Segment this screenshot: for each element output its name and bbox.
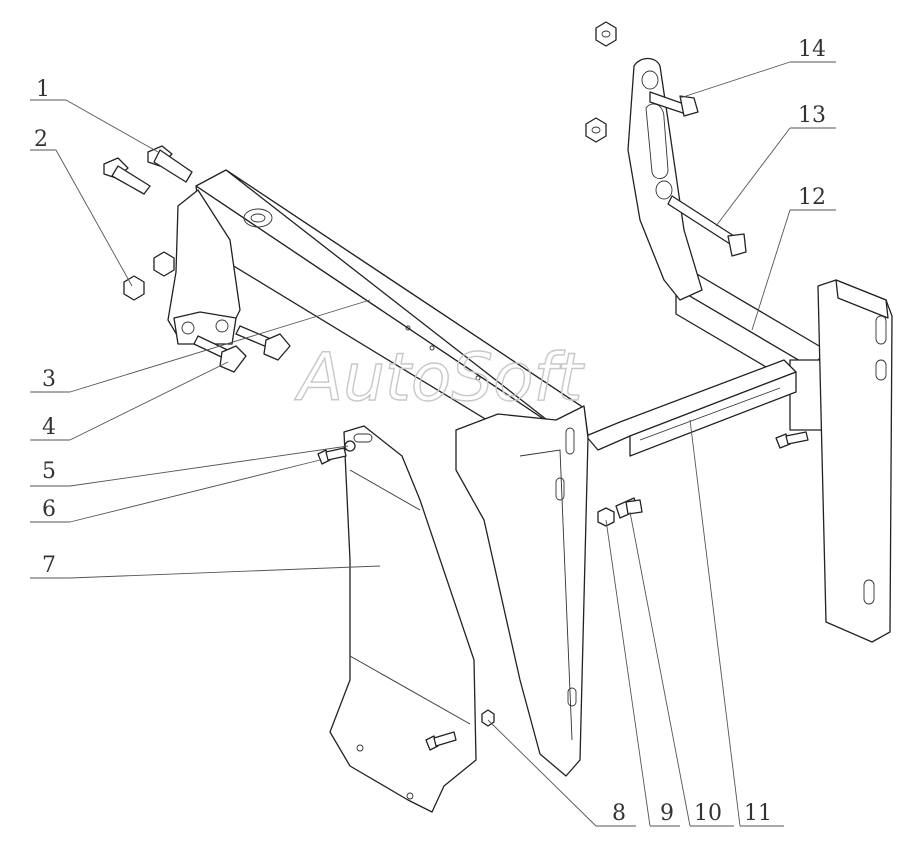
nut-2a [123, 275, 145, 301]
callout-6-label: 6 [42, 497, 56, 522]
bolt-1b [103, 157, 151, 195]
bar-11 [585, 359, 797, 457]
crossbeam-3 [195, 169, 589, 463]
callout-3-label: 3 [42, 367, 56, 392]
callout-8-label: 8 [612, 801, 626, 826]
left-bracket [167, 189, 241, 345]
callout-10: 10 [629, 511, 734, 827]
callout-4: 4 [30, 361, 229, 441]
callout-13: 13 [715, 103, 836, 227]
nut-top [595, 21, 617, 47]
bolt-10 [615, 497, 643, 519]
bolt-6 [317, 447, 347, 465]
callout-4-label: 4 [42, 415, 56, 440]
bolt-13 [667, 195, 747, 257]
bolt-1 [147, 145, 193, 183]
watermark: AutoSoft [294, 339, 585, 416]
callout-7: 7 [30, 553, 381, 579]
callout-3: 3 [30, 299, 371, 393]
bolt-14 [649, 91, 699, 117]
callout-2-label: 2 [34, 127, 48, 152]
callout-12: 12 [751, 185, 836, 331]
bolt-4b [235, 325, 291, 361]
callout-11-label: 11 [744, 801, 772, 826]
callout-5-label: 5 [42, 459, 56, 484]
panel-7 [329, 425, 477, 813]
callout-9: 9 [605, 519, 680, 827]
callout-1: 1 [30, 77, 159, 153]
crossmember-12 [675, 269, 827, 431]
bolt-4a [193, 335, 247, 373]
nut-mid [585, 117, 607, 143]
bolt-right [775, 431, 809, 449]
callout-13-label: 13 [798, 103, 826, 128]
callout-5: 5 [30, 445, 349, 487]
nut-2b [153, 251, 175, 277]
callout-10-label: 10 [694, 801, 722, 826]
callout-11: 11 [689, 419, 784, 827]
bracket-14 [627, 57, 703, 301]
nut-8 [481, 709, 495, 727]
callout-9-label: 9 [660, 801, 674, 826]
front-leg [455, 405, 589, 777]
callout-1-label: 1 [36, 77, 50, 102]
callout-14-label: 14 [798, 37, 826, 62]
right-rail [817, 279, 893, 643]
callout-6: 6 [30, 459, 321, 523]
callout-2: 2 [30, 127, 133, 287]
callout-12-label: 12 [798, 185, 826, 210]
callout-7-label: 7 [42, 553, 56, 578]
nut-9 [597, 507, 615, 527]
bolt-lower-panel [425, 731, 457, 751]
callout-8: 8 [487, 719, 636, 827]
callout-14: 14 [679, 37, 836, 99]
